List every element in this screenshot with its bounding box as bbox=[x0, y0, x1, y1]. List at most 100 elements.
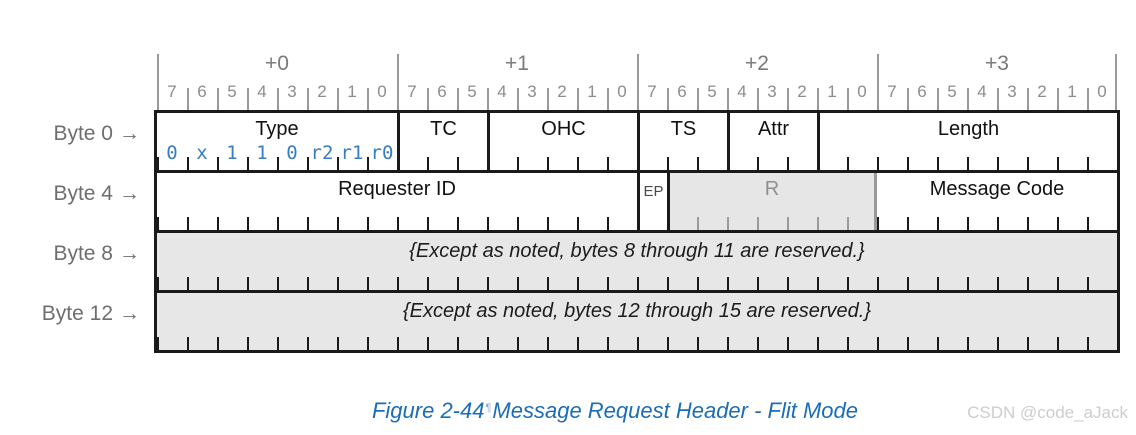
bit-number: 7 bbox=[407, 82, 417, 101]
caption-mark-artifact: ¶ bbox=[485, 402, 492, 414]
bit-number: 0 bbox=[377, 82, 387, 101]
type-bit-value: 1 bbox=[256, 142, 268, 164]
field-ts: TS bbox=[637, 113, 727, 170]
figure-caption: Figure 2-44¶Message Request Header - Fli… bbox=[97, 398, 1133, 424]
bit-number: 2 bbox=[557, 82, 567, 101]
bit-number: 0 bbox=[857, 82, 867, 101]
byte-boundary-line bbox=[157, 54, 159, 110]
field-ep: EP bbox=[637, 173, 667, 230]
bit-number: 7 bbox=[887, 82, 897, 101]
bit-number: 1 bbox=[347, 82, 357, 101]
byte-row-label: Byte 4 → bbox=[10, 174, 140, 214]
field-message-code-label: Message Code bbox=[929, 178, 1065, 200]
bit-number: 6 bbox=[437, 82, 447, 101]
field-except-as-noted-bytes-12-through-15-are--label: {Except as noted, bytes 12 through 15 ar… bbox=[402, 300, 872, 322]
bit-number: 3 bbox=[527, 82, 537, 101]
bit-number: 3 bbox=[287, 82, 297, 101]
bit-number: 4 bbox=[257, 82, 267, 101]
type-bit-value: 0 bbox=[286, 142, 298, 164]
bit-number: 0 bbox=[617, 82, 627, 101]
byte-row-label-text: Byte 8 bbox=[53, 242, 113, 265]
bit-number: 3 bbox=[767, 82, 777, 101]
bit-number: 2 bbox=[317, 82, 327, 101]
reserved-note: {Except as noted, bytes 8 through 11 are… bbox=[157, 233, 1117, 290]
bit-number: 1 bbox=[587, 82, 597, 101]
byte-row-label-text: Byte 0 bbox=[53, 122, 113, 145]
byte-boundary-line bbox=[637, 54, 639, 110]
field-r-label: R bbox=[764, 178, 780, 200]
field-attr: Attr bbox=[727, 113, 817, 170]
bit-number-row: 7 6 5 4 3 2 1 0 bbox=[397, 77, 637, 110]
field-ep-label: EP bbox=[643, 183, 664, 200]
bit-number: 1 bbox=[827, 82, 837, 101]
type-bit-value: 0 bbox=[166, 142, 178, 164]
bit-number: 5 bbox=[707, 82, 717, 101]
field-attr-label: Attr bbox=[757, 118, 790, 140]
right-arrow-icon: → bbox=[119, 302, 140, 325]
bit-number-row: 7 6 5 4 3 2 1 0 bbox=[637, 77, 877, 110]
table-row: {Except as noted, bytes 12 through 15 ar… bbox=[157, 290, 1117, 350]
field-except-as-noted-bytes-8-through-11-are-r-label: {Except as noted, bytes 8 through 11 are… bbox=[409, 240, 865, 262]
field-tc: TC bbox=[397, 113, 487, 170]
bit-number: 1 bbox=[1067, 82, 1077, 101]
byte-offset-group: +1 7 6 5 4 3 2 1 0 bbox=[397, 50, 637, 110]
byte-offset-label: +3 bbox=[985, 52, 1009, 75]
table-row: Requester ID EP R Message Code bbox=[157, 170, 1117, 230]
right-arrow-icon: → bbox=[119, 242, 140, 265]
byte-offset-label: +0 bbox=[265, 52, 289, 75]
bit-number: 5 bbox=[947, 82, 957, 101]
bit-number: 6 bbox=[197, 82, 207, 101]
byte-row-label: Byte 8 → bbox=[10, 234, 140, 274]
type-bit-value: 1 bbox=[226, 142, 238, 164]
bit-number: 2 bbox=[797, 82, 807, 101]
field-tc-label: TC bbox=[430, 118, 457, 140]
field-ts-label: TS bbox=[670, 118, 697, 140]
bit-number: 3 bbox=[1007, 82, 1017, 101]
bit-number-row: 7 6 5 4 3 2 1 0 bbox=[157, 77, 397, 110]
field-ohc-label: OHC bbox=[541, 118, 586, 140]
type-bit-value: r0 bbox=[370, 142, 394, 164]
field-ohc: OHC bbox=[487, 113, 637, 170]
bit-number: 4 bbox=[737, 82, 747, 101]
bit-number: 2 bbox=[1037, 82, 1047, 101]
right-arrow-icon: → bbox=[119, 182, 140, 205]
bit-number: 4 bbox=[497, 82, 507, 101]
bit-number: 5 bbox=[467, 82, 477, 101]
byte-row-label-text: Byte 12 bbox=[41, 302, 113, 325]
byte-offset-label: +1 bbox=[505, 52, 529, 75]
field-requester-id: Requester ID bbox=[157, 173, 637, 230]
byte-offset-group: +0 7 6 5 4 3 2 1 0 bbox=[157, 50, 397, 110]
byte-offset-label: +2 bbox=[745, 52, 769, 75]
bit-number: 0 bbox=[1097, 82, 1107, 101]
figure-caption-title: Message Request Header - Flit Mode bbox=[492, 398, 859, 423]
bit-number: 5 bbox=[227, 82, 237, 101]
bit-number: 7 bbox=[167, 82, 177, 101]
field-length-label: Length bbox=[937, 118, 1000, 140]
field-type-label: Type bbox=[255, 118, 299, 140]
type-bit-value: r1 bbox=[340, 142, 364, 164]
bit-number: 6 bbox=[677, 82, 687, 101]
field-length: Length bbox=[817, 113, 1117, 170]
byte-row-label: Byte 12 → bbox=[10, 294, 140, 334]
reserved-note: {Except as noted, bytes 12 through 15 ar… bbox=[157, 293, 1117, 350]
table-row: {Except as noted, bytes 8 through 11 are… bbox=[157, 230, 1117, 290]
type-bit-value: r2 bbox=[310, 142, 334, 164]
figure-caption-label: Figure 2-44 bbox=[371, 398, 485, 423]
bit-number: 6 bbox=[917, 82, 927, 101]
byte-offset-group: +2 7 6 5 4 3 2 1 0 bbox=[637, 50, 877, 110]
bit-number: 7 bbox=[647, 82, 657, 101]
byte-boundary-line bbox=[877, 54, 879, 110]
byte-boundary-line bbox=[1115, 54, 1117, 110]
right-arrow-icon: → bbox=[119, 122, 140, 145]
byte-boundary-line bbox=[397, 54, 399, 110]
field-requester-id-label: Requester ID bbox=[338, 178, 456, 200]
byte-row-label-text: Byte 4 bbox=[53, 182, 113, 205]
field-message-code: Message Code bbox=[877, 173, 1117, 230]
